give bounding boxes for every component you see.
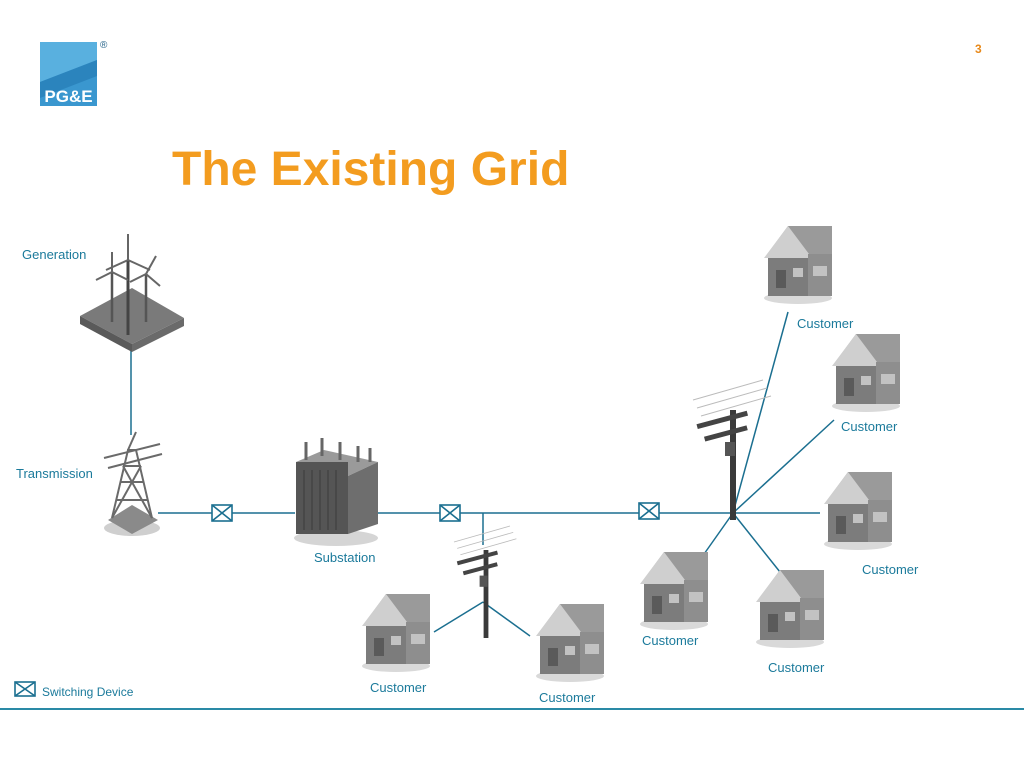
- utility-pole-icon: [453, 525, 517, 639]
- switching-device-icon: [439, 504, 461, 522]
- page-title: The Existing Grid: [172, 143, 570, 196]
- pge-logo: PG&E: [40, 42, 97, 106]
- switching-device-icon: [638, 502, 660, 520]
- house-icon: [362, 594, 430, 672]
- transmission-tower-icon: [103, 431, 163, 536]
- house-icon: [756, 570, 824, 648]
- switch-box-icon: [14, 681, 36, 697]
- registered-mark: ®: [100, 40, 108, 51]
- label-customer: Customer: [768, 660, 825, 675]
- page-number: 3: [975, 42, 982, 56]
- label-transmission: Transmission: [16, 466, 93, 481]
- label-customer: Customer: [370, 680, 427, 695]
- footer-divider: [0, 708, 1024, 710]
- house-icon: [832, 334, 900, 412]
- label-customer: Customer: [797, 316, 854, 331]
- house-icon: [536, 604, 604, 682]
- label-customer: Customer: [539, 690, 596, 705]
- logo-lettering: PG&E: [44, 87, 92, 106]
- utility-pole-icon: [692, 379, 772, 521]
- switching-device-icon: [211, 504, 233, 522]
- label-customer: Customer: [642, 633, 699, 648]
- house-icon: [640, 552, 708, 630]
- label-customer: Customer: [841, 419, 898, 434]
- legend-label: Switching Device: [42, 685, 134, 699]
- house-icon: [764, 226, 832, 304]
- label-customer: Customer: [862, 562, 919, 577]
- house-icon: [824, 472, 892, 550]
- label-substation: Substation: [314, 550, 376, 565]
- wind-farm-icon: [80, 234, 184, 352]
- label-generation: Generation: [22, 247, 87, 262]
- substation-icon: [294, 438, 378, 546]
- power-lines: [130, 311, 835, 637]
